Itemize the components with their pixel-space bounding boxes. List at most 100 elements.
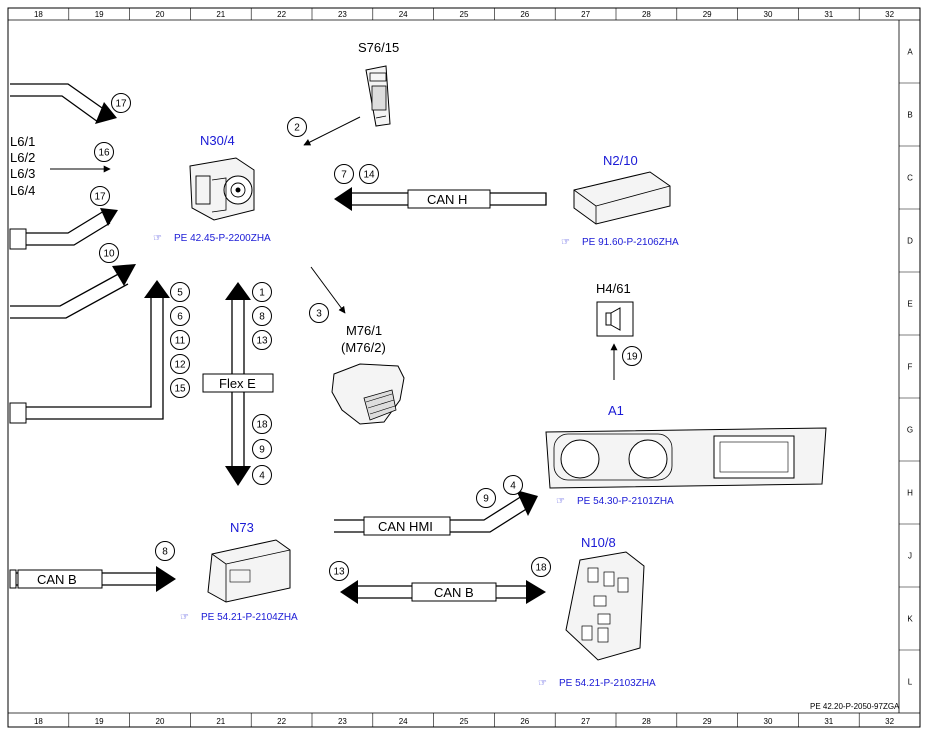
n10-8-module <box>565 551 645 661</box>
grid-row-label: L <box>908 678 913 687</box>
svg-text:19: 19 <box>626 352 638 363</box>
n30-4-ref[interactable]: ☞ PE 42.45-P-2200ZHA <box>153 233 271 244</box>
m76-1-label: M76/1 <box>346 323 382 338</box>
speaker-icon <box>605 307 621 331</box>
grid-column-label: 19 <box>95 717 104 726</box>
svg-text:4: 4 <box>259 471 265 482</box>
grid-row-label: K <box>907 615 913 624</box>
svg-text:8: 8 <box>162 547 168 558</box>
marker-17: 17 <box>111 93 131 113</box>
grid-column-label: 29 <box>703 10 712 19</box>
marker-18: 18 <box>252 414 272 434</box>
n2-10-module <box>573 171 671 225</box>
grid-row-label: E <box>907 300 912 309</box>
marker-8: 8 <box>252 306 272 326</box>
hand-pointer-icon: ☞ <box>153 233 162 244</box>
marker-18: 18 <box>531 557 551 577</box>
diagram-frame <box>7 7 921 728</box>
grid-row-label: D <box>907 237 913 246</box>
marker-10: 10 <box>99 243 119 263</box>
marker-4: 4 <box>252 465 272 485</box>
svg-text:13: 13 <box>333 567 345 578</box>
marker-17: 17 <box>90 186 110 206</box>
grid-row-label: F <box>908 363 913 372</box>
svg-text:PE 42.45-P-2200ZHA: PE 42.45-P-2200ZHA <box>174 233 271 244</box>
a1-ref[interactable]: ☞ PE 54.30-P-2101ZHA <box>556 496 674 507</box>
marker-16: 16 <box>94 142 114 162</box>
svg-text:16: 16 <box>98 148 110 159</box>
grid-row-label: A <box>907 48 913 57</box>
svg-text:12: 12 <box>174 360 186 371</box>
grid-column-label: 22 <box>277 717 286 726</box>
flex-e-label: Flex E <box>219 376 256 391</box>
wire-left-bus <box>26 296 164 420</box>
n10-8-ref[interactable]: ☞ PE 54.21-P-2103ZHA <box>538 678 656 689</box>
grid-column-label: 26 <box>520 10 529 19</box>
h4-61-label: H4/61 <box>596 281 631 296</box>
marker-8: 8 <box>155 541 175 561</box>
svg-text:4: 4 <box>510 481 516 492</box>
grid-row-label: H <box>907 489 913 498</box>
grid-column-label: 31 <box>824 10 833 19</box>
grid-column-label: 23 <box>338 717 347 726</box>
marker-11: 11 <box>170 330 190 350</box>
s76-15-label: S76/15 <box>358 40 399 55</box>
can-b-mid-label: CAN B <box>434 585 474 600</box>
grid-column-label: 20 <box>156 717 165 726</box>
marker-4: 4 <box>503 475 523 495</box>
arrow-2 <box>303 116 361 146</box>
n73-ref[interactable]: ☞ PE 54.21-P-2104ZHA <box>180 612 298 623</box>
svg-text:14: 14 <box>363 170 375 181</box>
svg-text:11: 11 <box>175 336 186 347</box>
n73-module <box>207 539 291 603</box>
marker-1: 1 <box>252 282 272 302</box>
grid-column-label: 27 <box>581 10 590 19</box>
grid-column-label: 18 <box>34 10 43 19</box>
grid-column-label: 20 <box>156 10 165 19</box>
n2-10-ref[interactable]: ☞ PE 91.60-P-2106ZHA <box>561 237 679 248</box>
lamp-label-4: L6/4 <box>10 183 35 198</box>
m76-2-label: (M76/2) <box>341 340 386 355</box>
grid-column-label: 25 <box>460 10 469 19</box>
grid-column-label: 18 <box>34 717 43 726</box>
svg-text:17: 17 <box>115 99 127 110</box>
grid-row-label: B <box>907 111 912 120</box>
grid-column-label: 32 <box>885 10 894 19</box>
grid-column-label: 28 <box>642 717 651 726</box>
marker-13: 13 <box>329 561 349 581</box>
svg-text:15: 15 <box>174 384 186 395</box>
svg-text:18: 18 <box>535 563 547 574</box>
a1-label: A1 <box>608 403 624 418</box>
h4-61-speaker <box>596 301 634 337</box>
svg-text:6: 6 <box>177 312 183 323</box>
grid-column-label: 23 <box>338 10 347 19</box>
svg-text:PE 54.21-P-2104ZHA: PE 54.21-P-2104ZHA <box>201 612 298 623</box>
m76-1-motor <box>331 363 405 425</box>
marker-14: 14 <box>359 164 379 184</box>
grid-column-label: 28 <box>642 10 651 19</box>
grid-column-label: 31 <box>824 717 833 726</box>
grid-column-label: 27 <box>581 717 590 726</box>
grid-column-label: 25 <box>460 717 469 726</box>
marker-3: 3 <box>309 303 329 323</box>
svg-text:PE 54.21-P-2103ZHA: PE 54.21-P-2103ZHA <box>559 678 656 689</box>
arrow-3 <box>310 266 346 314</box>
grid-column-label: 30 <box>764 10 773 19</box>
grid-row-label: C <box>907 174 913 183</box>
marker-13: 13 <box>252 330 272 350</box>
grid-column-label: 29 <box>703 717 712 726</box>
grid-column-label: 24 <box>399 10 408 19</box>
grid-column-label: 21 <box>216 10 225 19</box>
a1-cluster <box>545 427 827 489</box>
wire-17-top <box>10 83 106 123</box>
can-b-left-label: CAN B <box>37 572 77 587</box>
n73-label: N73 <box>230 520 254 535</box>
svg-text:1: 1 <box>259 288 265 299</box>
grid-column-label: 24 <box>399 717 408 726</box>
svg-text:7: 7 <box>341 170 347 181</box>
marker-5: 5 <box>170 282 190 302</box>
grid-row-label: J <box>908 552 912 561</box>
